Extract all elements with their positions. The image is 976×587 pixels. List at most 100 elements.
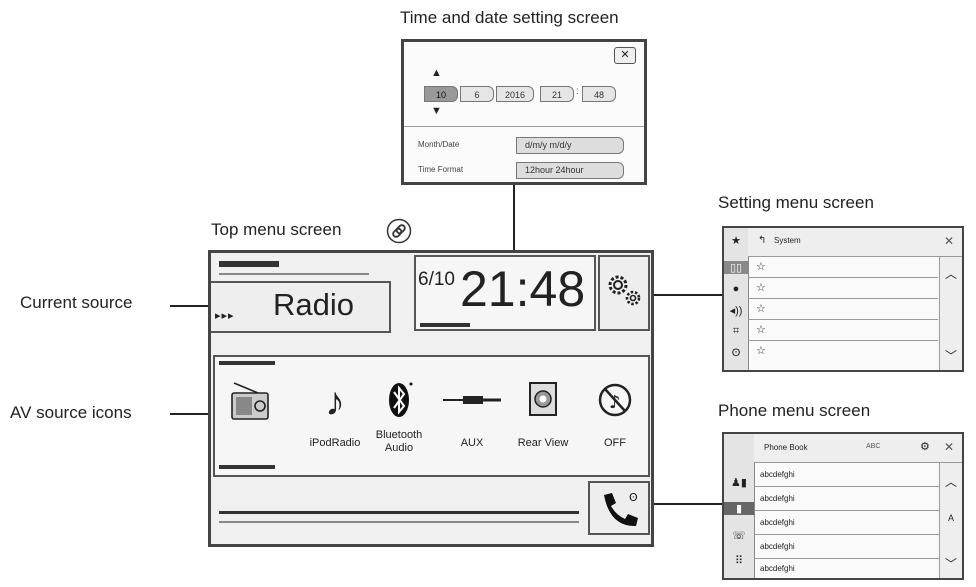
phone-icon: ʘ xyxy=(598,489,644,529)
source-rear-view[interactable]: Rear View xyxy=(507,377,579,449)
day-field[interactable]: 10 xyxy=(424,86,458,102)
source-label: Bluetooth Audio xyxy=(375,429,423,454)
source-radio[interactable] xyxy=(225,377,275,429)
close-icon[interactable]: ✕ xyxy=(943,440,954,454)
setting-row[interactable]: ☆ xyxy=(756,345,766,357)
settings-button[interactable] xyxy=(598,255,650,331)
decorative-strip xyxy=(219,273,369,275)
year-field[interactable]: 2016 xyxy=(496,86,534,102)
link-icon xyxy=(386,218,412,244)
clock-button[interactable]: 6/10 21:48 xyxy=(414,255,596,331)
callout-av-source-icons: AV source icons xyxy=(10,403,132,422)
callout-phone-menu-screen: Phone menu screen xyxy=(718,401,871,420)
source-label: Rear View xyxy=(517,437,569,449)
setting-row[interactable]: ☆ xyxy=(748,257,938,278)
connector-setting-menu xyxy=(652,294,722,296)
back-arrow-icon[interactable]: ↰ xyxy=(758,235,767,246)
contact-row[interactable]: abcdefghi xyxy=(760,564,795,573)
index-letter[interactable]: A xyxy=(947,513,954,523)
contact-row[interactable]: abcdefghi xyxy=(754,535,940,559)
setting-scrollbar[interactable]: ︿ ﹀ xyxy=(939,257,962,370)
contact-row[interactable]: abcdefghi xyxy=(754,487,940,511)
setting-menu-screen: ★ ▯▯ ● ◂)) ⌗ ʘ ↰ System ✕ ☆ ☆ ☆ ☆ ☆ ︿ ﹀ xyxy=(722,226,964,372)
chevron-down-icon[interactable]: ﹀ xyxy=(944,349,957,363)
phone-book-icon[interactable]: ▮ xyxy=(724,502,754,515)
aux-cable-icon xyxy=(437,377,507,429)
current-source-button[interactable]: ▸▸▸ Radio xyxy=(211,281,391,333)
source-label: iPodRadio xyxy=(309,437,361,449)
phone-header-title: Phone Book xyxy=(764,443,808,452)
keypad-icon[interactable]: ⠿ xyxy=(734,555,744,567)
chevron-up-icon[interactable]: ︿ xyxy=(944,475,957,489)
source-aux[interactable]: AUX xyxy=(437,377,507,449)
callout-current-source: Current source xyxy=(20,293,133,312)
decorative-strip xyxy=(219,361,275,365)
time-format-field[interactable]: 12hour 24hour xyxy=(516,162,624,179)
play-indicator-icon: ▸▸▸ xyxy=(215,310,235,322)
time-display: 21:48 xyxy=(460,261,586,317)
audio-icon[interactable]: ◂)) xyxy=(729,305,743,317)
decorative-strip xyxy=(219,521,579,523)
minute-field[interactable]: 48 xyxy=(582,86,616,102)
phone-header-sort[interactable]: ABC xyxy=(866,443,881,450)
month-field[interactable]: 6 xyxy=(460,86,494,102)
decrement-arrow-icon[interactable]: ▼ xyxy=(431,105,442,117)
svg-text:ʘ: ʘ xyxy=(629,491,638,504)
time-format-label: Time Format xyxy=(418,165,464,174)
callout-top-menu-screen: Top menu screen xyxy=(211,220,342,239)
callout-time-date-screen: Time and date setting screen xyxy=(400,8,619,27)
svg-text:♪: ♪ xyxy=(609,392,621,413)
callout-setting-menu-screen: Setting menu screen xyxy=(718,193,874,212)
time-date-setting-screen: ✕ ▲ ▼ 10 6 2016 21 : 48 Month/Date d/m/y… xyxy=(401,39,647,185)
connector-current-source xyxy=(170,305,210,307)
time-separator: : xyxy=(576,86,579,97)
bluetooth-setting-icon[interactable]: ʘ xyxy=(731,347,741,359)
month-date-format-field[interactable]: d/m/y m/d/y xyxy=(516,137,624,154)
current-source-label: Radio xyxy=(273,287,354,322)
setting-row[interactable]: ☆ xyxy=(748,299,938,320)
setting-row[interactable]: ☆ xyxy=(748,320,938,341)
connector-av-source xyxy=(170,413,210,415)
favorites-icon[interactable]: ★ xyxy=(731,235,741,247)
gears-icon[interactable]: ⚙ xyxy=(920,441,930,453)
month-date-label: Month/Date xyxy=(418,140,460,149)
phone-header: Phone Book ABC ⚙ ✕ xyxy=(754,434,962,463)
rear-view-camera-icon xyxy=(507,377,579,429)
phone-button[interactable]: ʘ xyxy=(588,481,650,535)
source-label: AUX xyxy=(460,437,484,449)
system-category-icon[interactable]: ▯▯ xyxy=(724,261,748,274)
setting-header: ↰ System ✕ xyxy=(748,228,962,257)
decorative-strip xyxy=(420,323,470,327)
setting-row[interactable]: ☆ xyxy=(748,278,938,299)
bluetooth-icon xyxy=(365,377,433,429)
contact-row[interactable]: abcdefghi xyxy=(754,511,940,535)
gears-icon xyxy=(604,271,646,311)
close-button[interactable]: ✕ xyxy=(614,47,636,64)
top-menu-screen: ▸▸▸ Radio 6/10 21:48 xyxy=(208,250,654,547)
date-display: 6/10 xyxy=(418,269,455,290)
source-ipod[interactable]: ♪ iPodRadio xyxy=(301,377,369,449)
source-label: OFF xyxy=(604,437,626,449)
video-icon[interactable]: ⌗ xyxy=(732,325,740,337)
setting-header-title: System xyxy=(774,236,801,245)
chevron-up-icon[interactable]: ︿ xyxy=(944,267,957,281)
call-history-icon[interactable]: ☏ xyxy=(732,530,746,542)
contact-row[interactable]: abcdefghi xyxy=(754,463,940,487)
hour-field[interactable]: 21 xyxy=(540,86,574,102)
decorative-strip xyxy=(219,261,279,267)
phone-scrollbar[interactable]: ︿ A ﹀ xyxy=(939,463,962,578)
chevron-down-icon[interactable]: ﹀ xyxy=(944,557,957,571)
theme-icon[interactable]: ● xyxy=(732,283,740,295)
close-icon[interactable]: ✕ xyxy=(943,234,954,248)
phone-menu-screen: ♟▮ ▮ ☏ ⠿ Phone Book ABC ⚙ ✕ abcdefghi ab… xyxy=(722,432,964,580)
source-bluetooth[interactable]: Bluetooth Audio xyxy=(365,377,433,455)
decorative-strip xyxy=(219,511,579,514)
connector-phone-menu xyxy=(652,503,722,505)
contacts-icon[interactable]: ♟▮ xyxy=(731,477,747,489)
divider xyxy=(404,126,644,127)
music-note-icon: ♪ xyxy=(325,380,345,424)
increment-arrow-icon[interactable]: ▲ xyxy=(431,67,442,79)
source-off[interactable]: ♪ OFF xyxy=(585,377,645,449)
source-off-icon: ♪ xyxy=(585,377,645,429)
setting-sidebar xyxy=(724,228,749,370)
